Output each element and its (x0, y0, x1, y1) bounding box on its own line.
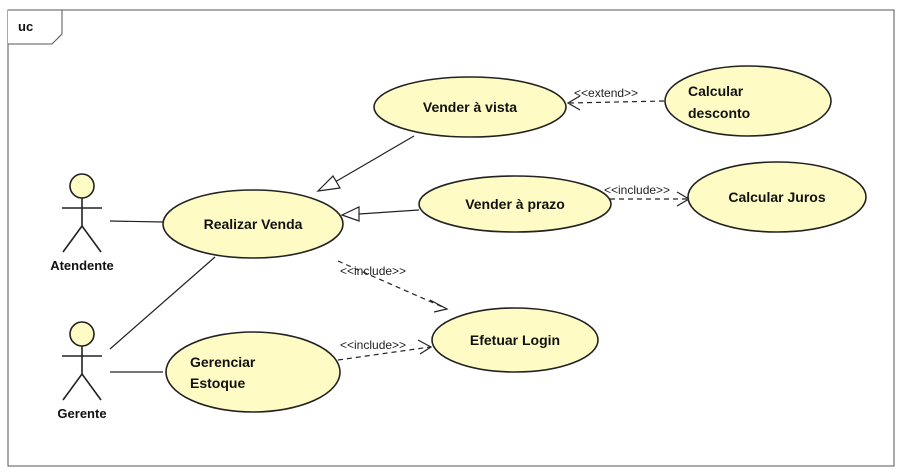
usecase-efetuar-login-label: Efetuar Login (470, 332, 560, 348)
generalization-prazo-line (358, 209, 420, 215)
usecase-calcular-desconto[interactable]: Calcular desconto (664, 65, 832, 137)
usecase-calcular-desconto-label-line1: Calcular (688, 83, 744, 99)
usecase-vender-a-prazo-label: Vender à prazo (465, 196, 565, 212)
assoc-atendente-realizar-venda (109, 220, 164, 223)
usecase-vender-a-prazo[interactable]: Vender à prazo (418, 175, 612, 233)
include-login-estoque-arrowhead (417, 339, 433, 355)
extend-arrowhead (566, 95, 581, 111)
usecase-gerenciar-estoque[interactable]: Gerenciar Estoque (165, 331, 341, 413)
actor-atendente[interactable] (62, 173, 102, 253)
assoc-gerente-realizar-venda (109, 256, 216, 350)
include-login-venda-label: <<include>> (340, 264, 406, 278)
extend-label: <<extend>> (574, 86, 638, 100)
actor-gerente[interactable] (62, 321, 102, 401)
usecase-calcular-desconto-label-line2: desconto (688, 105, 750, 121)
usecase-vender-a-vista[interactable]: Vender à vista (373, 76, 567, 138)
usecase-vender-a-vista-label: Vender à vista (423, 99, 517, 115)
include-login-venda-line (337, 260, 446, 309)
usecase-realizar-venda[interactable]: Realizar Venda (162, 189, 344, 259)
actor-atendente-label: Atendente (50, 258, 114, 273)
usecase-gerenciar-estoque-label-line2: Estoque (190, 375, 245, 391)
actor-gerente-label: Gerente (57, 406, 106, 421)
usecase-gerenciar-estoque-label-line1: Gerenciar (190, 354, 256, 370)
frame-tab (8, 9, 63, 45)
include-login-estoque-label: <<include>> (340, 338, 406, 352)
actor-head (69, 321, 95, 347)
usecase-calcular-juros-label: Calcular Juros (728, 189, 825, 205)
include-juros-label: <<include>> (604, 183, 670, 197)
usecase-efetuar-login[interactable]: Efetuar Login (431, 307, 599, 373)
include-login-venda-arrowhead (429, 299, 449, 313)
generalization-prazo-arrowhead (340, 206, 360, 222)
generalization-vista-arrowhead (316, 175, 341, 192)
include-login-estoque-line (337, 346, 431, 361)
diagram-frame (7, 9, 895, 467)
generalization-vista-line (334, 135, 415, 183)
extend-line (569, 100, 665, 104)
usecase-realizar-venda-label: Realizar Venda (204, 216, 303, 232)
frame-label: uc (18, 19, 33, 34)
usecase-calcular-juros[interactable]: Calcular Juros (687, 161, 867, 233)
actor-head (69, 173, 95, 199)
